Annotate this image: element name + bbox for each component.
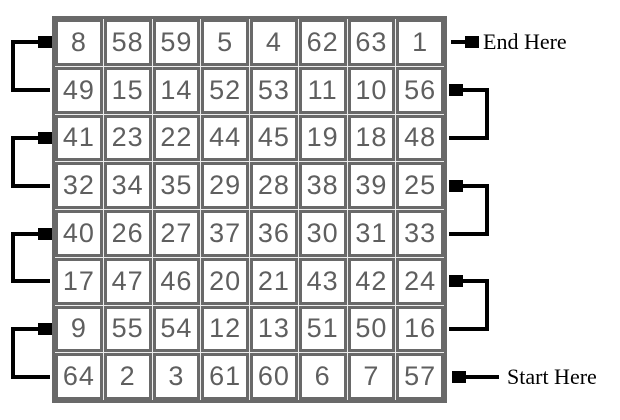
grid-cell-r2c7: 10 (347, 66, 396, 114)
end-here-label: End Here (483, 29, 567, 54)
grid-cell-r1c1: 8 (55, 19, 103, 66)
left-loop-row2-to-row1-arrow (11, 42, 50, 92)
grid-cell-r3c1: 41 (55, 114, 103, 162)
grid-cell-r2c3: 14 (152, 66, 201, 114)
grid-cell-r8c8: 57 (396, 353, 444, 400)
grid-cell-r3c7: 18 (347, 114, 396, 162)
grid-cell-r5c8: 33 (396, 210, 444, 257)
grid-cell-r8c6: 6 (298, 353, 347, 400)
grid-cell-r1c7: 63 (347, 19, 396, 66)
grid-cell-r7c3: 54 (152, 305, 201, 353)
start-here-label: Start Here (507, 364, 597, 389)
grid-cell-r3c6: 19 (298, 114, 347, 162)
grid-cell-r3c2: 23 (103, 114, 152, 162)
grid-cell-r6c5: 21 (250, 257, 298, 305)
grid-cell-r7c2: 55 (103, 305, 152, 353)
grid-cell-r4c4: 29 (201, 162, 249, 209)
grid-cell-r5c2: 26 (103, 210, 152, 257)
grid-cell-r5c7: 31 (347, 210, 396, 257)
grid-cell-r6c4: 20 (201, 257, 249, 305)
grid-cell-r2c8: 56 (396, 66, 444, 114)
grid-cell-r8c2: 2 (103, 353, 152, 400)
grid-cell-r7c4: 12 (201, 305, 249, 353)
grid-cell-r4c5: 28 (250, 162, 298, 209)
grid-cell-r2c2: 15 (103, 66, 152, 114)
grid-cell-r2c4: 52 (201, 66, 249, 114)
grid-cell-r4c8: 25 (396, 162, 444, 209)
grid-cell-r5c1: 40 (55, 210, 103, 257)
grid-cell-r3c4: 44 (201, 114, 249, 162)
left-loop-row8-to-row7-arrow (11, 329, 50, 379)
grid-cell-r8c4: 61 (201, 353, 249, 400)
grid-cell-r7c7: 50 (347, 305, 396, 353)
grid-cell-r4c7: 39 (347, 162, 396, 209)
grid-cell-r4c3: 35 (152, 162, 201, 209)
grid-cell-r1c2: 58 (103, 19, 152, 66)
grid-cell-r8c7: 7 (347, 353, 396, 400)
grid-cell-r8c5: 60 (250, 353, 298, 400)
grid-cell-r6c7: 42 (347, 257, 396, 305)
grid-cell-r7c6: 51 (298, 305, 347, 353)
grid-cell-r6c8: 24 (396, 257, 444, 305)
grid-cell-r6c3: 46 (152, 257, 201, 305)
grid-cell-r4c6: 38 (298, 162, 347, 209)
grid-cell-r7c5: 13 (250, 305, 298, 353)
grid-cell-r3c8: 48 (396, 114, 444, 162)
grid-cell-r7c8: 16 (396, 305, 444, 353)
grid-cell-r2c6: 11 (298, 66, 347, 114)
grid-cell-r5c4: 37 (201, 210, 249, 257)
grid-cell-r5c3: 27 (152, 210, 201, 257)
grid-cell-r8c3: 3 (152, 353, 201, 400)
grid-cell-r6c2: 47 (103, 257, 152, 305)
grid-cell-r7c1: 9 (55, 305, 103, 353)
grid-cell-r3c5: 45 (250, 114, 298, 162)
grid-cell-r6c1: 17 (55, 257, 103, 305)
grid-cell-r8c1: 64 (55, 353, 103, 400)
left-loop-row4-to-row3-arrow (11, 138, 50, 188)
grid-cell-r1c8: 1 (396, 19, 444, 66)
right-loop-row3-to-row2-arrow (449, 90, 489, 140)
grid-cell-r1c3: 59 (152, 19, 201, 66)
grid-cell-r1c4: 5 (201, 19, 249, 66)
grid-cell-r2c1: 49 (55, 66, 103, 114)
right-loop-row7-to-row6-arrow (449, 281, 489, 331)
grid-cell-r6c6: 43 (298, 257, 347, 305)
grid-cell-r4c1: 32 (55, 162, 103, 209)
left-loop-row6-to-row5-arrow (11, 234, 50, 283)
grid-cell-r3c3: 22 (152, 114, 201, 162)
grid-cell-r5c5: 36 (250, 210, 298, 257)
right-loop-row5-to-row4-arrow (449, 186, 489, 236)
grid-cell-r2c5: 53 (250, 66, 298, 114)
grid-cell-r1c6: 62 (298, 19, 347, 66)
grid-cell-r5c6: 30 (298, 210, 347, 257)
grid-cell-r1c5: 4 (250, 19, 298, 66)
grid-cell-r4c2: 34 (103, 162, 152, 209)
